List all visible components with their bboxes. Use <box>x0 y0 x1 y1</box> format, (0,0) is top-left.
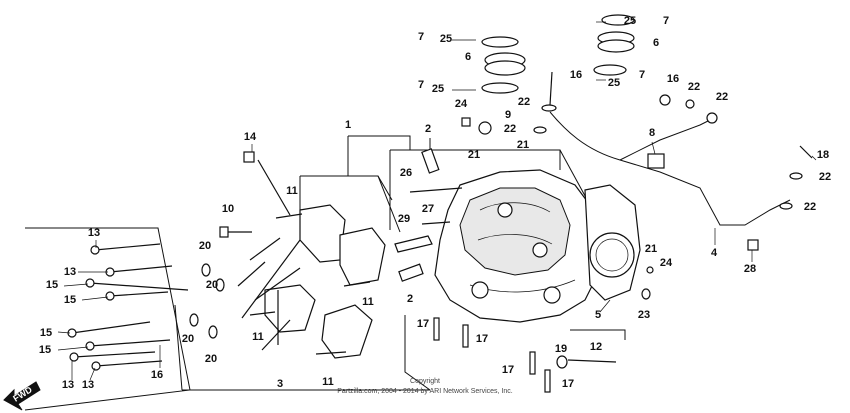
callout-c25d: 25 <box>608 77 620 89</box>
callout-c9: 9 <box>505 109 511 121</box>
callout-c11b: 11 <box>362 296 374 308</box>
callout-c19: 19 <box>555 343 567 355</box>
washers-20 <box>189 263 225 339</box>
callout-c21a: 21 <box>468 149 480 161</box>
callout-c22f: 22 <box>804 201 816 213</box>
callout-c13b: 13 <box>64 266 76 278</box>
callout-c18: 18 <box>817 149 829 161</box>
callout-c17a: 17 <box>417 318 429 330</box>
callout-c29: 29 <box>398 213 410 225</box>
valve-seals-17 <box>433 317 617 393</box>
callout-c20d: 20 <box>205 353 217 365</box>
callout-c13a: 13 <box>88 227 100 239</box>
callout-c5: 5 <box>595 309 601 321</box>
callout-c8: 8 <box>649 127 655 139</box>
cylinder-head <box>434 169 641 323</box>
callout-c7c: 7 <box>663 15 669 27</box>
small-bolts <box>219 151 371 355</box>
callout-c15d: 15 <box>39 344 51 356</box>
callout-c27: 27 <box>422 203 434 215</box>
callout-c13d: 13 <box>82 379 94 391</box>
callout-c6b: 6 <box>653 37 659 49</box>
callout-c24b: 24 <box>660 257 673 269</box>
callout-c17d: 17 <box>562 378 574 390</box>
callout-c15a: 15 <box>46 279 58 291</box>
rocker-arm-assembly <box>237 204 386 359</box>
callout-c17b: 17 <box>476 333 488 345</box>
callout-c20b: 20 <box>206 279 218 291</box>
leader-lines <box>57 141 817 381</box>
callout-c11d: 11 <box>322 376 334 388</box>
callout-c1: 1 <box>345 119 351 131</box>
callout-c22a: 22 <box>518 96 530 108</box>
head-bolts-group <box>67 243 189 371</box>
callout-c11c: 11 <box>252 331 264 343</box>
callout-c7d: 7 <box>639 69 645 81</box>
callout-c21c: 21 <box>645 243 657 255</box>
callout-c10: 10 <box>222 203 234 215</box>
callout-c16c: 16 <box>667 73 679 85</box>
callout-c22d: 22 <box>716 91 728 103</box>
callout-c12: 12 <box>590 341 602 353</box>
callout-c25b: 25 <box>432 83 444 95</box>
pins-dowels <box>394 148 463 282</box>
callout-c22e: 22 <box>819 171 831 183</box>
callout-c25a: 25 <box>440 33 452 45</box>
callout-c20a: 20 <box>199 240 211 252</box>
callout-c16b: 16 <box>570 69 582 81</box>
callout-c2b: 2 <box>407 293 413 305</box>
intake-rubbers <box>452 14 635 94</box>
callout-c2a: 2 <box>425 123 431 135</box>
callout-c15c: 15 <box>40 327 52 339</box>
callout-c28: 28 <box>744 263 756 275</box>
callout-c23: 23 <box>638 309 650 321</box>
callout-c24a: 24 <box>455 98 468 110</box>
callout-c4: 4 <box>711 247 718 259</box>
callout-c13c: 13 <box>62 379 74 391</box>
callout-c6a: 6 <box>465 51 471 63</box>
callout-c14: 14 <box>244 131 257 143</box>
callout-c7b: 7 <box>418 79 424 91</box>
forward-arrow: FWD <box>3 381 41 411</box>
callout-c26: 26 <box>400 167 412 179</box>
callout-c20c: 20 <box>182 333 194 345</box>
group-frames <box>24 135 626 411</box>
callout-c7a: 7 <box>418 31 424 43</box>
callout-c21b: 21 <box>517 139 529 151</box>
callout-c22c: 22 <box>688 81 700 93</box>
callout-c22b: 22 <box>504 123 516 135</box>
copyright-line-2: Partzilla.com, 2004 - 2014 by ARI Networ… <box>337 388 513 395</box>
callout-c11a: 11 <box>286 185 298 197</box>
oil-line-assembly <box>461 71 813 300</box>
callout-c17c: 17 <box>502 364 514 376</box>
callout-c25c: 25 <box>624 15 636 27</box>
callout-c16a: 16 <box>151 369 163 381</box>
copyright-line-1: Copyright <box>410 378 440 385</box>
callout-c15b: 15 <box>64 294 76 306</box>
callout-c3: 3 <box>277 378 283 390</box>
